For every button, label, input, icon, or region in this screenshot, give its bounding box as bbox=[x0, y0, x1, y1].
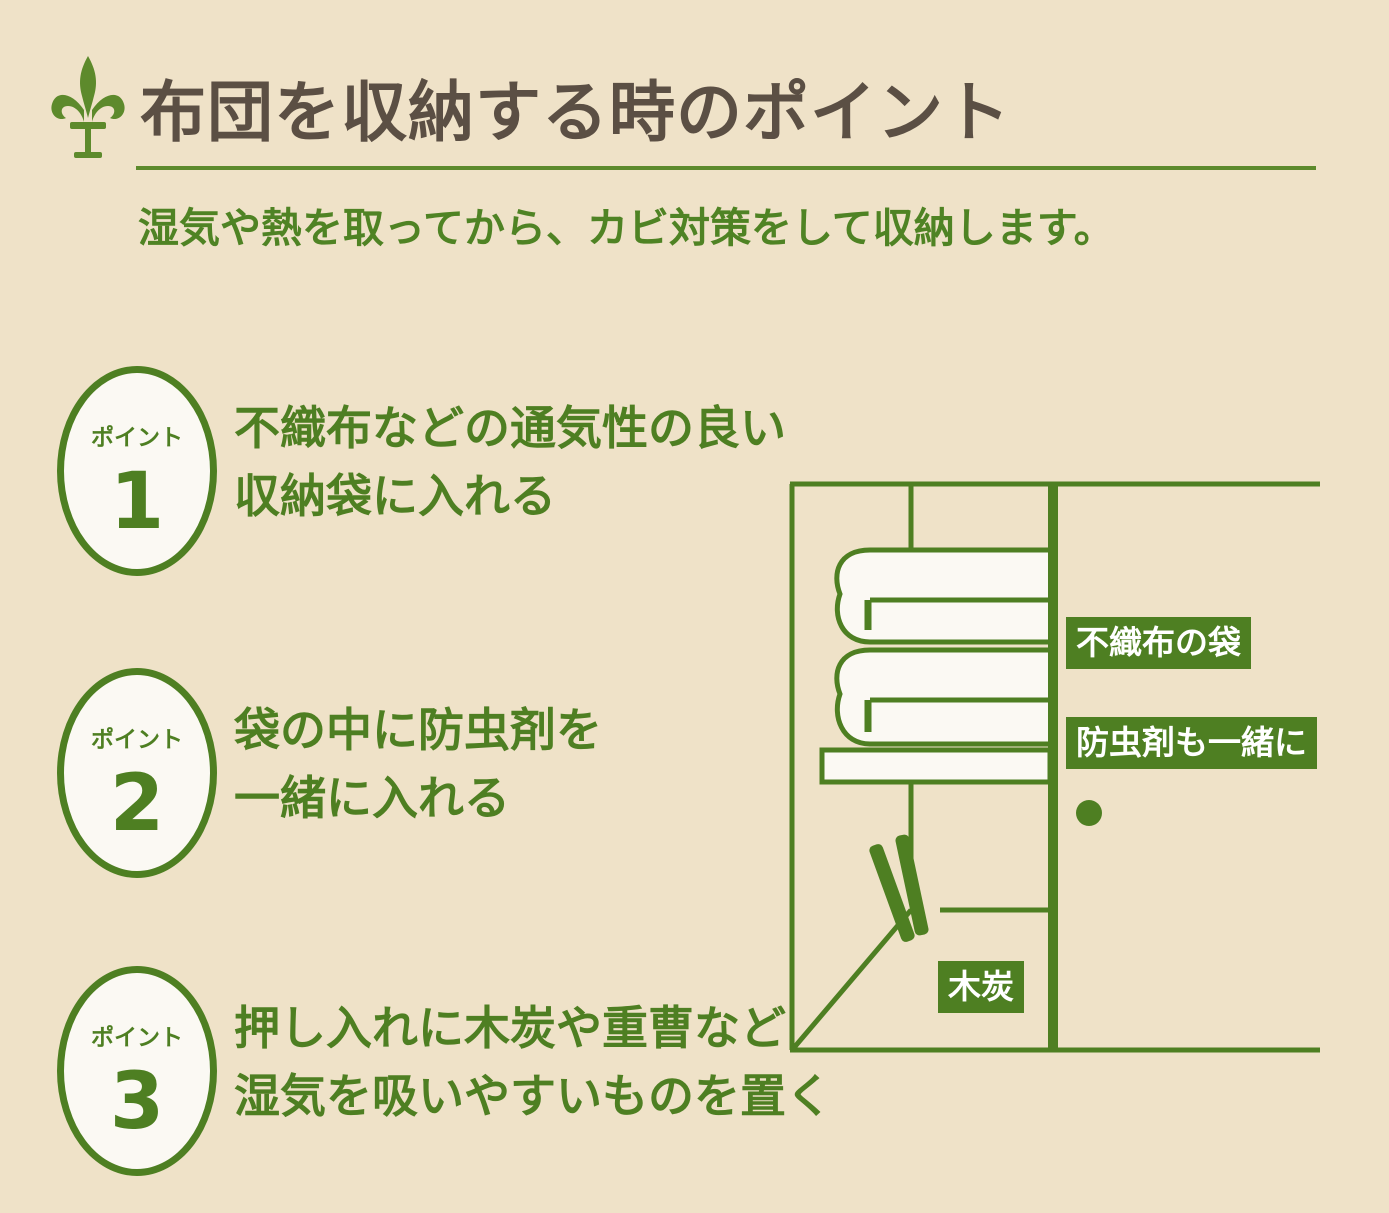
point-text-line: 押し入れに木炭や重曹など bbox=[234, 1001, 786, 1055]
title-divider bbox=[136, 166, 1316, 170]
point-badge: ポイント 3 bbox=[57, 966, 217, 1176]
point-item-2: ポイント 2 袋の中に防虫剤を 一緒に入れる bbox=[52, 668, 812, 878]
futon-stack bbox=[834, 547, 1048, 747]
futon-lower bbox=[834, 647, 1048, 747]
point-text: 押し入れに木炭や重曹など 湿気を吸いやすいものを置く bbox=[234, 994, 832, 1130]
point-text: 袋の中に防虫剤を 一緒に入れる bbox=[234, 696, 602, 832]
charcoal-label: 木炭 bbox=[938, 961, 1024, 1013]
repellent-label: 防虫剤も一緒に bbox=[1066, 717, 1317, 769]
page-subtitle: 湿気や熱を取ってから、カビ対策をして収納します。 bbox=[138, 204, 1115, 252]
fleur-de-lis-icon bbox=[51, 56, 125, 158]
closet-illustration bbox=[789, 481, 1320, 1053]
point-text-line: 一緒に入れる bbox=[234, 771, 510, 825]
point-badge-number: 2 bbox=[109, 759, 165, 849]
point-item-1: ポイント 1 不織布などの通気性の良い 収納袋に入れる bbox=[52, 366, 812, 576]
futon-upper bbox=[834, 547, 1048, 645]
point-badge: ポイント 1 bbox=[57, 366, 217, 576]
point-badge-label: ポイント bbox=[91, 425, 183, 451]
charcoal-icon bbox=[869, 834, 929, 942]
page-title: 布団を収納する時のポイント bbox=[140, 74, 1011, 151]
bag-label: 不織布の袋 bbox=[1066, 617, 1251, 669]
point-text-line: 湿気を吸いやすいものを置く bbox=[234, 1069, 832, 1123]
point-item-3: ポイント 3 押し入れに木炭や重曹など 湿気を吸いやすいものを置く bbox=[52, 966, 832, 1176]
point-text-line: 不織布などの通気性の良い bbox=[234, 401, 786, 455]
point-text-line: 収納袋に入れる bbox=[234, 469, 556, 523]
point-badge-label: ポイント bbox=[91, 1025, 183, 1051]
point-text: 不織布などの通気性の良い 収納袋に入れる bbox=[234, 394, 786, 530]
point-badge-label: ポイント bbox=[91, 727, 183, 753]
door-handle-icon bbox=[1076, 800, 1102, 826]
point-badge-number: 3 bbox=[109, 1057, 165, 1147]
point-badge: ポイント 2 bbox=[57, 668, 217, 878]
point-badge-number: 1 bbox=[109, 457, 165, 547]
point-text-line: 袋の中に防虫剤を bbox=[234, 703, 602, 757]
closet-shelf-board bbox=[819, 747, 1053, 785]
closet-perspective-line bbox=[790, 908, 913, 1052]
